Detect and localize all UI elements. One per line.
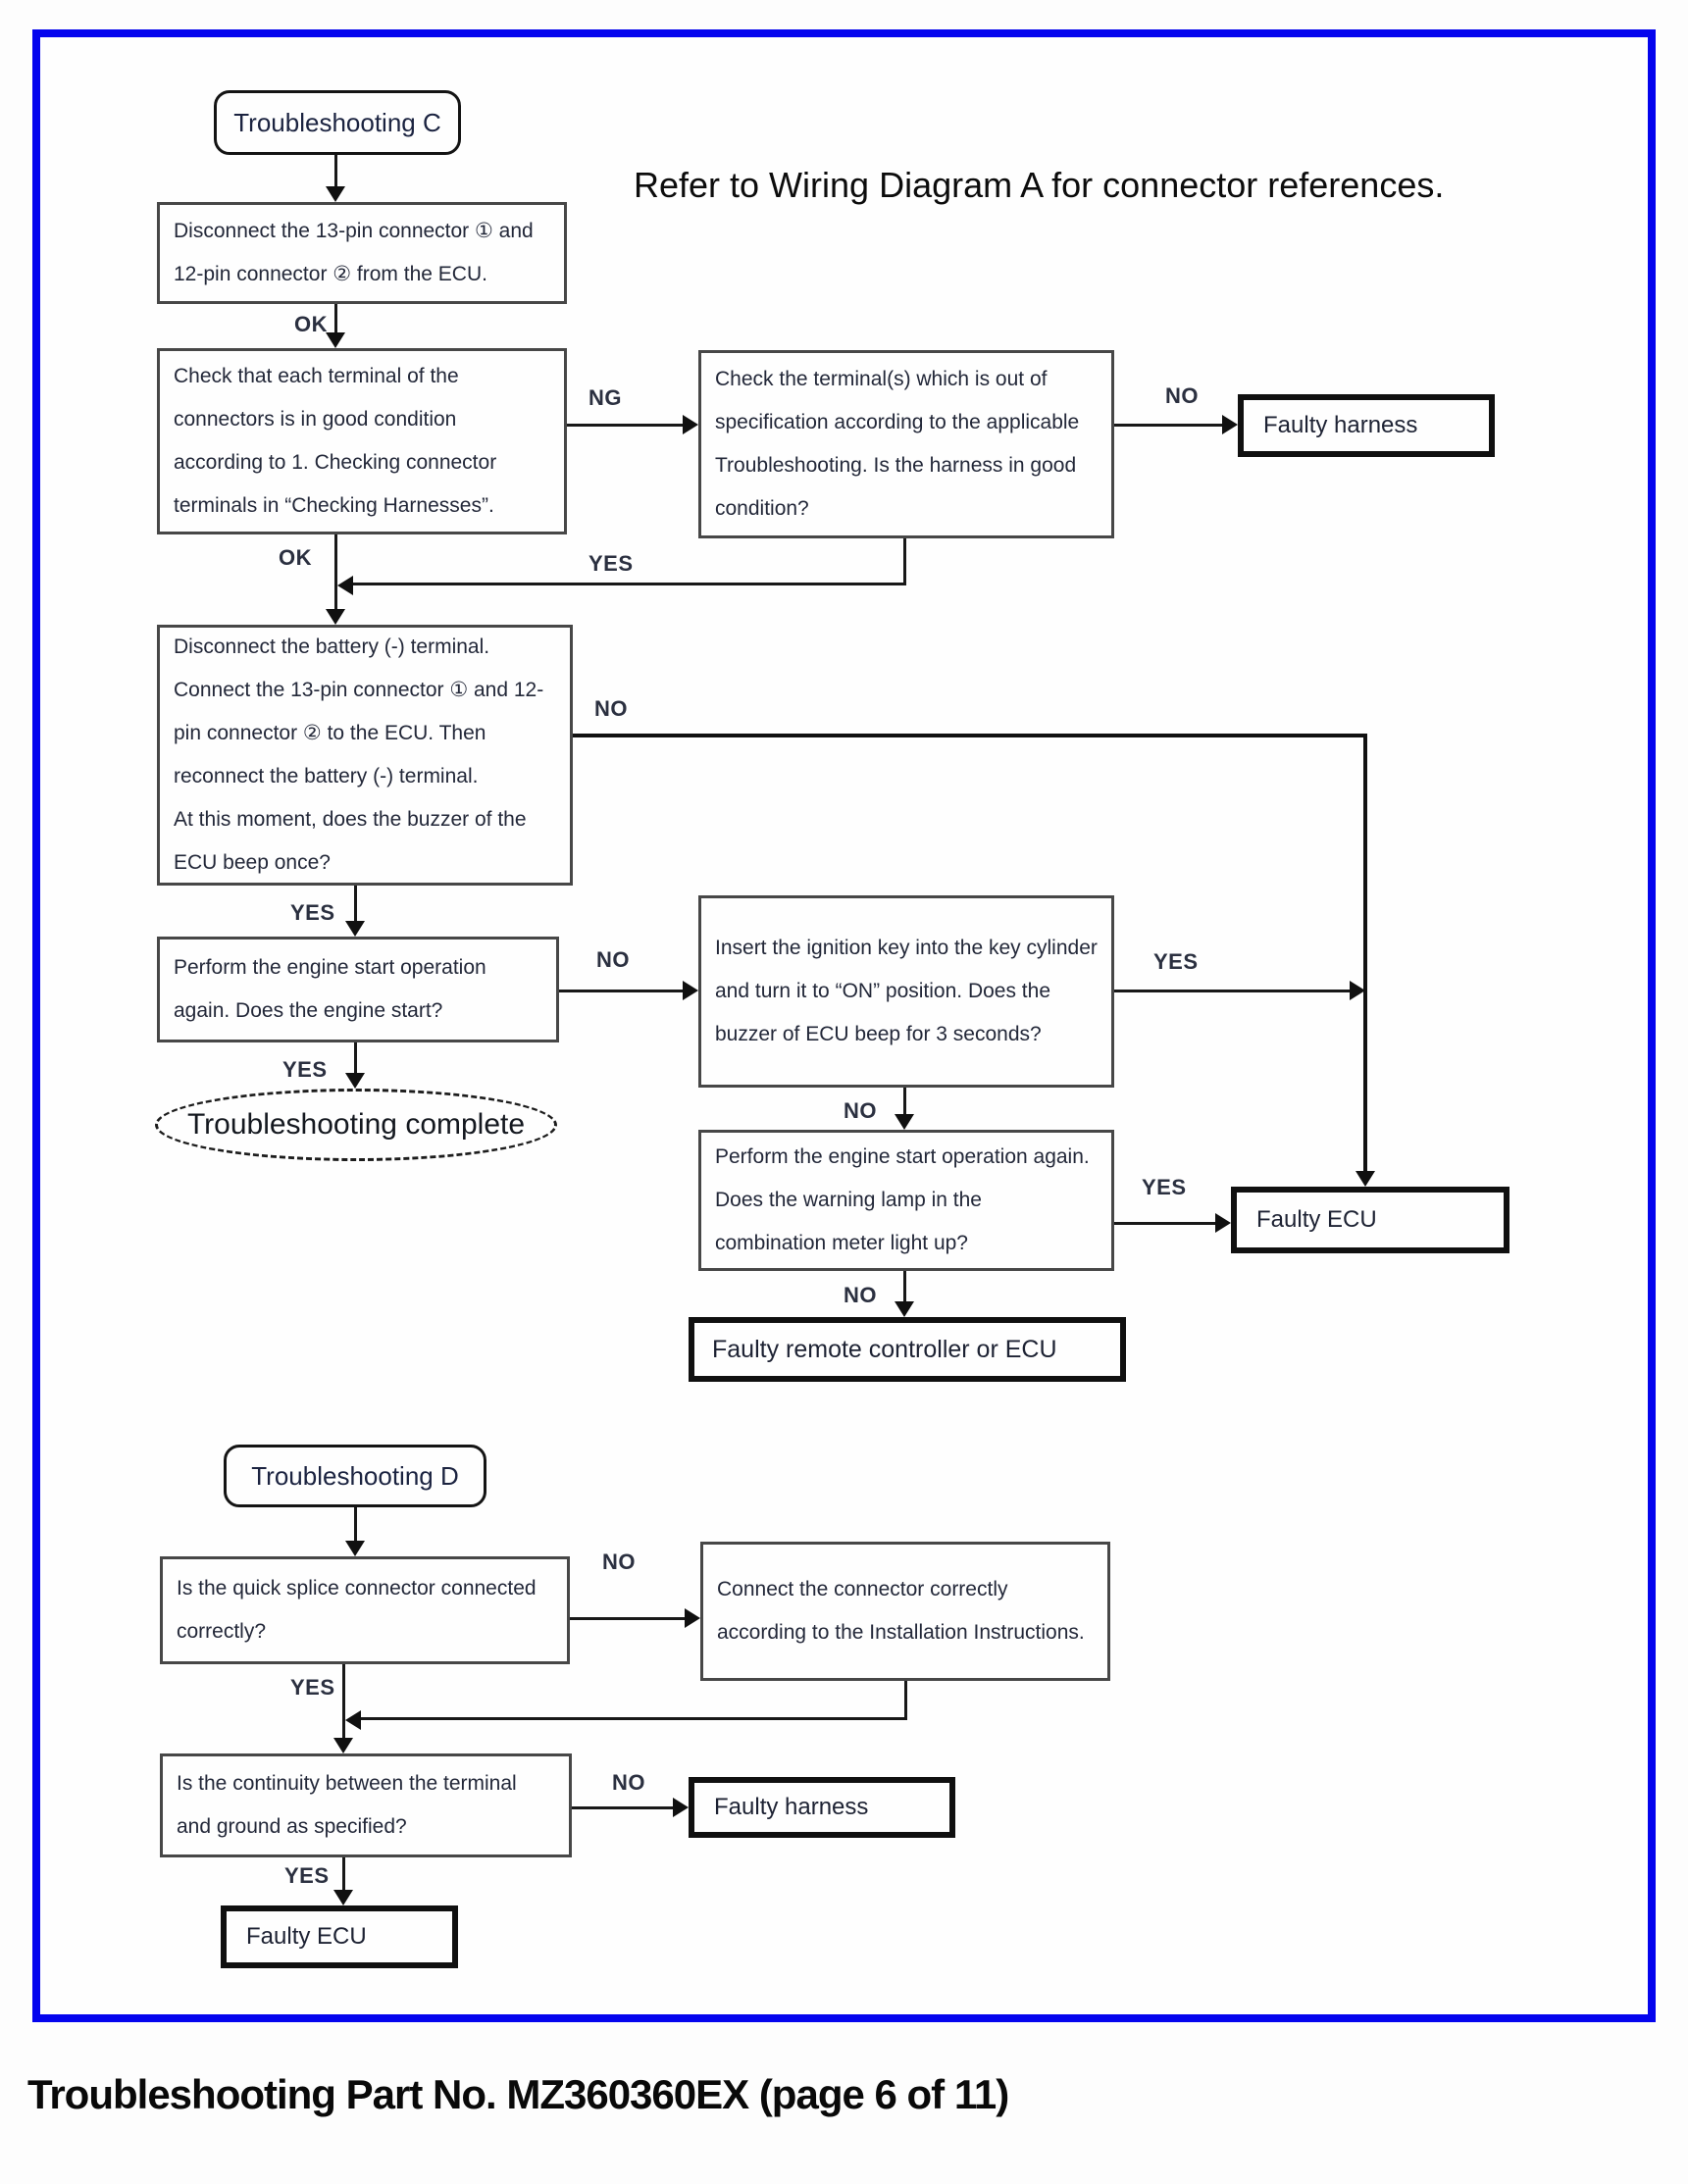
result-faulty-ecu: Faulty ECU xyxy=(1231,1187,1509,1253)
decision-continuity: Is the continuity between the terminal a… xyxy=(160,1753,572,1857)
connector-line xyxy=(1114,1222,1218,1225)
connector-line xyxy=(334,155,337,188)
arrowhead-down xyxy=(345,921,365,937)
connector-line xyxy=(903,538,906,583)
arrowhead-down xyxy=(345,1073,365,1089)
result-faulty-harness-d: Faulty harness xyxy=(689,1777,955,1838)
edge-label-no: NO xyxy=(844,1098,877,1123)
edge-label-yes: YES xyxy=(588,551,634,576)
arrowhead-left xyxy=(337,576,353,595)
edge-label-yes: YES xyxy=(290,900,335,925)
edge-label-ok: OK xyxy=(279,545,312,570)
connector-line xyxy=(354,886,357,923)
arrowhead-right xyxy=(685,1608,700,1628)
edge-label-no: NO xyxy=(612,1770,645,1795)
arrowhead-down xyxy=(326,332,345,348)
connector-line xyxy=(903,1271,906,1302)
edge-label-yes: YES xyxy=(290,1675,335,1700)
connector-line xyxy=(904,1681,907,1720)
connector-line xyxy=(342,1857,345,1893)
connector-line xyxy=(354,1507,357,1543)
arrowhead-right xyxy=(673,1798,689,1817)
terminator-troubleshooting-d: Troubleshooting D xyxy=(224,1445,486,1507)
arrowhead-down xyxy=(1356,1171,1375,1187)
decision-check-out-of-spec: Check the terminal(s) which is out of sp… xyxy=(698,350,1114,538)
connector-line xyxy=(354,1042,357,1076)
edge-label-ok: OK xyxy=(294,312,328,336)
connector-line xyxy=(570,1617,688,1620)
step-disconnect-connectors: Disconnect the 13-pin connector ① and 12… xyxy=(157,202,567,304)
arrowhead-right xyxy=(683,415,698,434)
decision-warning-lamp: Perform the engine start operation again… xyxy=(698,1130,1114,1271)
connector-line xyxy=(559,990,685,992)
connector-line xyxy=(572,1806,676,1809)
page-caption: Troubleshooting Part No. MZ360360EX (pag… xyxy=(27,2071,1009,2117)
connector-line xyxy=(1114,424,1224,427)
result-faulty-ecu-d: Faulty ECU xyxy=(221,1905,458,1968)
connector-line xyxy=(351,583,906,585)
edge-label-yes: YES xyxy=(1142,1175,1187,1199)
step-connect-connector: Connect the connector correctly accordin… xyxy=(700,1542,1110,1681)
arrowhead-down xyxy=(895,1301,914,1317)
connector-line xyxy=(903,1088,906,1117)
connector-line xyxy=(1114,990,1352,992)
terminator-troubleshooting-c: Troubleshooting C xyxy=(214,90,461,155)
step-reconnect-battery: Disconnect the battery (-) terminal. Con… xyxy=(157,625,573,886)
connector-line xyxy=(334,534,337,611)
terminator-troubleshooting-complete: Troubleshooting complete xyxy=(155,1089,557,1161)
connector-line xyxy=(334,304,337,333)
step-reconnect-battery-text-1: Disconnect the battery (-) terminal. Con… xyxy=(174,635,544,787)
arrowhead-down xyxy=(333,1738,353,1753)
edge-label-no: NO xyxy=(596,947,630,972)
arrowhead-right xyxy=(1215,1213,1231,1233)
connector-line xyxy=(573,734,1367,737)
result-faulty-harness: Faulty harness xyxy=(1238,394,1495,457)
edge-label-yes: YES xyxy=(284,1863,330,1888)
edge-label-ng: NG xyxy=(588,385,622,410)
arrowhead-down xyxy=(345,1541,365,1556)
arrowhead-right xyxy=(683,981,698,1000)
decision-ignition-key-buzzer: Insert the ignition key into the key cyl… xyxy=(698,895,1114,1088)
arrowhead-down xyxy=(895,1114,914,1130)
wiring-diagram-note: Refer to Wiring Diagram A for connector … xyxy=(634,165,1445,205)
edge-label-no: NO xyxy=(1165,383,1199,408)
arrowhead-right xyxy=(1222,415,1238,434)
decision-quick-splice: Is the quick splice connector connected … xyxy=(160,1556,570,1664)
edge-label-no: NO xyxy=(844,1283,877,1307)
connector-line xyxy=(1363,734,1367,1173)
connector-line xyxy=(567,424,685,427)
decision-check-terminals: Check that each terminal of the connecto… xyxy=(157,348,567,534)
arrowhead-down xyxy=(326,186,345,202)
arrowhead-down xyxy=(333,1890,353,1905)
arrowhead-down xyxy=(326,609,345,625)
edge-label-no: NO xyxy=(594,696,628,721)
step-reconnect-battery-text-2: At this moment, does the buzzer of the E… xyxy=(174,808,527,875)
connector-line xyxy=(342,1664,345,1741)
arrowhead-right xyxy=(1350,981,1365,1000)
arrowhead-left xyxy=(345,1710,361,1730)
result-faulty-remote-or-ecu: Faulty remote controller or ECU xyxy=(689,1317,1126,1382)
edge-label-yes: YES xyxy=(1153,949,1199,974)
decision-engine-start: Perform the engine start operation again… xyxy=(157,937,559,1042)
edge-label-no: NO xyxy=(602,1549,636,1574)
connector-line xyxy=(359,1717,906,1720)
edge-label-yes: YES xyxy=(282,1057,328,1082)
